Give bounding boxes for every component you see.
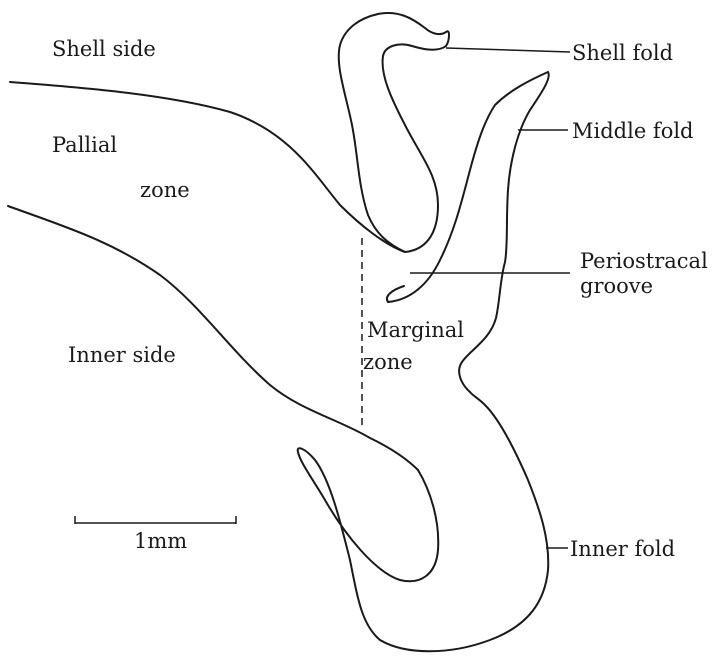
shell-side-label: Shell side	[52, 37, 156, 61]
middle-fold-label: Middle fold	[572, 119, 694, 143]
inner-fold-outline	[298, 392, 549, 651]
inner-side-label: Inner side	[68, 343, 176, 367]
middle-fold-inner-outline	[388, 72, 548, 302]
inner-side-outline	[8, 206, 418, 470]
shell-fold-label: Shell fold	[572, 41, 673, 65]
scale-bar	[75, 516, 236, 524]
shell-fold-leader	[446, 48, 570, 52]
periostracal-groove-label-line1: Periostracal	[580, 249, 708, 273]
periostracal-groove-label-line2: groove	[580, 274, 653, 298]
shell-fold-outline	[339, 13, 449, 252]
marginal-zone-label-line2: zone	[363, 350, 413, 374]
inner-fold-label: Inner fold	[570, 537, 675, 561]
scale-bar-label: 1mm	[134, 529, 187, 553]
middle-fold-outer-outline	[459, 72, 549, 392]
shell-side-outline	[10, 82, 405, 252]
pallial-zone-label-line1: Pallial	[52, 133, 117, 157]
pallial-zone-label-line2: zone	[140, 178, 190, 202]
marginal-zone-label-line1: Marginal	[367, 318, 464, 342]
